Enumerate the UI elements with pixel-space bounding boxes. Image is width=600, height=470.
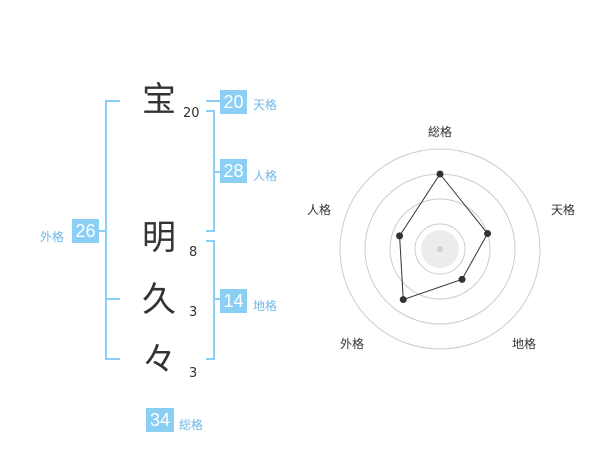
name-char-1: 宝 [142,80,176,120]
stroke-count-2: 8 [189,245,198,260]
radar-data-polygon [399,173,489,301]
name-char-4: 々 [142,340,176,380]
radar-center-dot [437,246,443,252]
radar-point-5 [396,232,404,240]
gaikaku-label: 外格 [40,230,65,244]
radar-ring-2 [389,198,491,300]
radar-ring-4 [339,148,541,350]
tenkaku-label: 天格 [253,98,278,112]
name-char-3: 久 [142,280,176,320]
radar-axis-label-jinkaku: 人格 [307,203,332,217]
tenkaku-value: 20 [220,90,247,114]
stroke-count-1: 20 [183,106,200,121]
stroke-count-3: 3 [189,305,198,320]
soukaku-label: 総格 [179,418,204,432]
radar-axis-label-tenkaku: 天格 [551,203,576,217]
jinkaku-value: 28 [220,159,247,183]
tenkaku-connector [206,100,220,102]
jinkaku-label: 人格 [253,169,278,183]
radar-axis-label-gaikaku: 外格 [340,337,365,351]
name-char-2: 明 [142,218,176,258]
stroke-count-4: 3 [189,366,198,381]
radar-point-3 [458,275,466,283]
gaikaku-value: 26 [72,219,99,243]
chikaku-value: 14 [220,289,247,313]
chikaku-label: 地格 [253,299,278,313]
radar-point-1 [436,170,444,178]
soukaku-value: 34 [146,408,174,432]
radar-ring-1 [414,223,466,275]
radar-axis-label-chikaku: 地格 [512,337,537,351]
radar-point-2 [484,230,492,238]
radar-axis-label-soukaku: 総格 [428,125,453,139]
radar-point-4 [399,296,407,304]
